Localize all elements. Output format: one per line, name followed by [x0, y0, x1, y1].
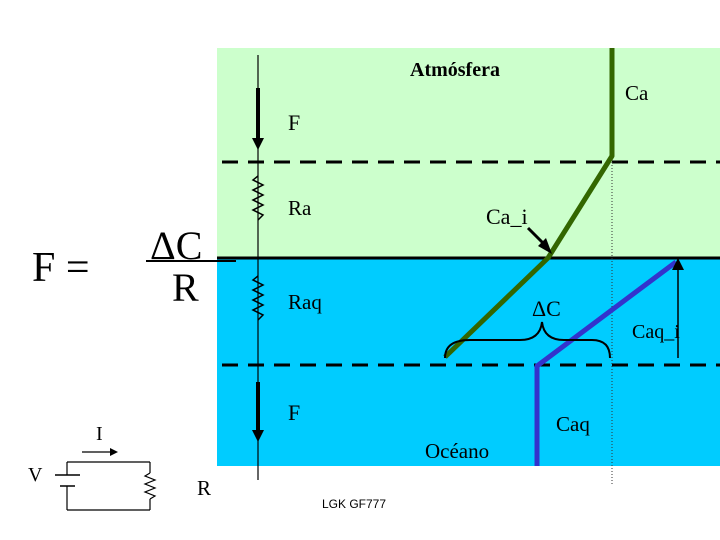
ocean-label: Océano	[425, 439, 490, 463]
atmosphere-label: Atmósfera	[410, 59, 500, 81]
ca-i-pointer-head	[538, 238, 552, 254]
equation-fraction-bar	[146, 260, 236, 262]
delta-c-brace	[444, 321, 611, 359]
delta-c-label: ΔC	[532, 296, 561, 321]
caq-label: Caq	[556, 412, 590, 436]
flux-bottom-label: F	[288, 400, 301, 425]
flux-equation: F = ΔC R	[32, 222, 236, 310]
ca-i-label: Ca_i	[486, 204, 528, 229]
caq-i-label: Caq_i	[632, 321, 680, 343]
resistor-ra-zigzag	[251, 175, 265, 221]
raq-label: Raq	[288, 290, 322, 314]
flux-top-label: F	[288, 110, 301, 135]
flux-arrow-bottom-head	[252, 430, 264, 442]
equation-denominator: R	[172, 265, 199, 310]
flux-arrow-top-head	[252, 138, 264, 150]
circuit-resistor-zigzag	[143, 472, 157, 500]
atmosphere-region	[217, 48, 720, 258]
circuit-current-label: I	[96, 423, 103, 445]
circuit-resistance-label: R	[197, 476, 212, 500]
footer-credit: LGK GF777	[322, 497, 387, 511]
ra-label: Ra	[288, 196, 312, 220]
resistor-raq-zigzag	[251, 275, 265, 321]
ocean-concentration-profile	[534, 259, 678, 466]
ca-label: Ca	[625, 81, 649, 105]
air-concentration-profile	[443, 48, 615, 359]
circuit-voltage-label: V	[28, 464, 43, 486]
caq-i-arrow-head	[672, 258, 684, 270]
current-arrow-head	[110, 448, 118, 456]
equation-lhs: F =	[32, 245, 90, 291]
